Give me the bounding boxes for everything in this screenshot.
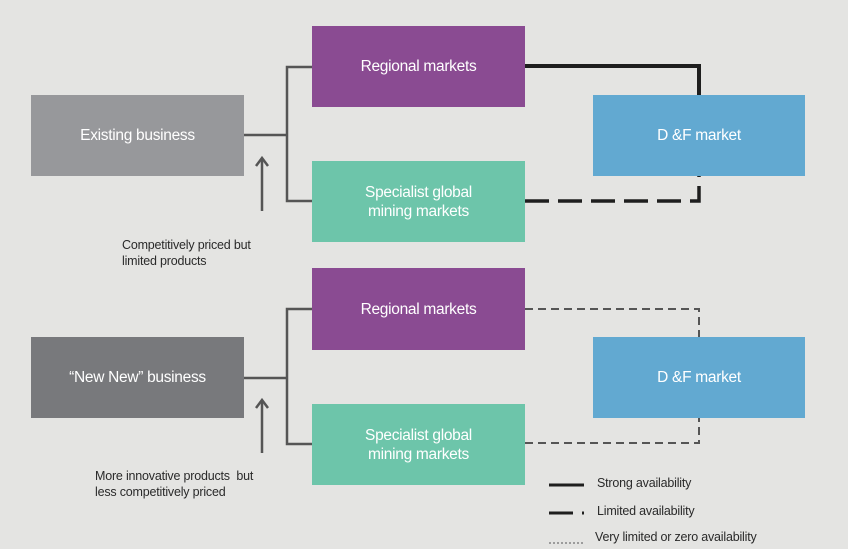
- note-line: less competitively priced: [95, 485, 226, 499]
- new-new-business-label: “New New” business: [69, 369, 206, 386]
- legend-limited-label: Limited availability: [597, 504, 695, 518]
- note-line: Competitively priced but: [122, 238, 251, 252]
- specialist-markets-box: Specialist global mining markets: [312, 161, 525, 242]
- specialist-markets-box: Specialist global mining markets: [312, 404, 525, 485]
- note-line: More innovative products but: [95, 469, 254, 483]
- arrow-up-icon: [255, 397, 269, 453]
- strong-availability-line: [525, 64, 701, 95]
- specialist-markets-label-line1: Specialist global: [365, 426, 472, 444]
- legend-very-limited-label: Very limited or zero availability: [595, 530, 757, 544]
- regional-markets-box: Regional markets: [312, 26, 525, 107]
- regional-markets-label: Regional markets: [360, 300, 477, 318]
- df-market-label: D &F market: [657, 127, 741, 144]
- df-market-box: D &F market: [593, 337, 805, 418]
- very-limited-availability-line: [525, 308, 700, 337]
- newnew-branch-line: [285, 307, 312, 446]
- note-line: limited products: [122, 254, 207, 268]
- specialist-markets-label-line2: mining markets: [368, 202, 469, 220]
- regional-markets-label: Regional markets: [360, 58, 477, 75]
- existing-business-label: Existing business: [80, 127, 195, 144]
- new-new-business-box: “New New” business: [31, 337, 244, 418]
- existing-tree-connector: [244, 65, 312, 203]
- limited-availability-line: [525, 176, 701, 203]
- specialist-markets-label-line2: mining markets: [368, 445, 469, 463]
- regional-markets-box: Regional markets: [312, 268, 525, 350]
- very-limited-availability-line: [525, 418, 700, 444]
- arrow-up-icon: [255, 155, 269, 211]
- new-new-business-note: More innovative products but less compet…: [95, 468, 253, 500]
- specialist-markets-label-line1: Specialist global: [365, 183, 472, 201]
- newnew-tree-connector: [244, 307, 312, 446]
- existing-business-note: Competitively priced but limited product…: [122, 237, 251, 269]
- legend-strong-label: Strong availability: [597, 476, 692, 490]
- df-market-box: D &F market: [593, 95, 805, 176]
- existing-branch-line: [285, 65, 312, 203]
- df-market-label: D &F market: [657, 369, 741, 386]
- existing-business-box: Existing business: [31, 95, 244, 176]
